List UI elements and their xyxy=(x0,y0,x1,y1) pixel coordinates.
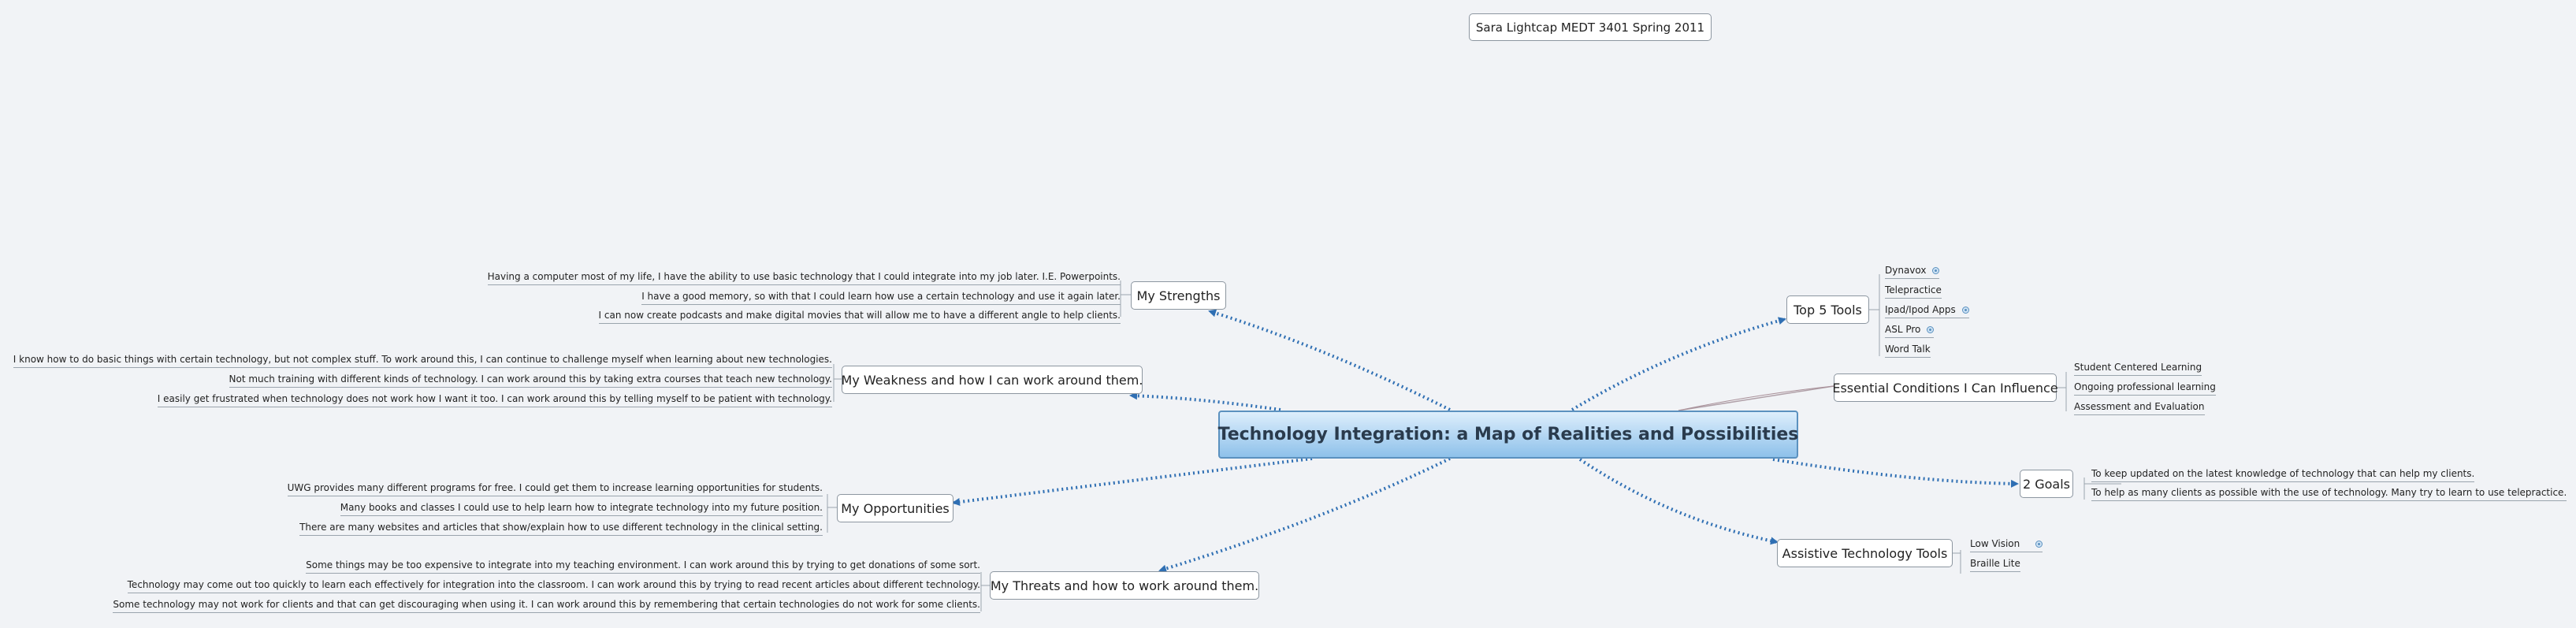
assistive-label-braillelite: Braille Lite xyxy=(1970,558,2020,569)
essential-item-1: Student Centered Learning xyxy=(2074,362,2202,376)
topic-opportunities[interactable]: My Opportunities xyxy=(837,494,953,522)
goal-item-1: To keep updated on the latest knowledge … xyxy=(2091,468,2475,482)
topic-strengths[interactable]: My Strengths xyxy=(1131,281,1226,310)
connector-weakness xyxy=(1129,392,1281,411)
tool-label-ipad: Ipad/Ipod Apps xyxy=(1885,304,1956,315)
opportunity-item-1: UWG provides many different programs for… xyxy=(287,482,823,496)
opportunity-item-2: Many books and classes I could use to he… xyxy=(340,502,823,516)
expand-dot-icon[interactable] xyxy=(1932,267,1940,274)
tool-label-wordtalk: Word Talk xyxy=(1885,344,1931,355)
strength-item-1: Having a computer most of my life, I hav… xyxy=(487,271,1121,285)
topic-weakness-label: My Weakness and how I can work around th… xyxy=(841,372,1143,388)
topic-threats-label: My Threats and how to work around them. xyxy=(990,578,1259,593)
opportunity-item-3: There are many websites and articles tha… xyxy=(299,522,823,536)
topic-opportunities-label: My Opportunities xyxy=(841,500,950,516)
essential-item-3: Assessment and Evaluation xyxy=(2074,401,2205,415)
connector-opportunities xyxy=(952,457,1313,506)
assistive-item-braillelite[interactable]: Braille Lite xyxy=(1970,558,2020,572)
author-title-box[interactable]: Sara Lightcap MEDT 3401 Spring 2011 xyxy=(1469,13,1712,41)
essential-item-2: Ongoing professional learning xyxy=(2074,381,2216,396)
tool-label-dynavox: Dynavox xyxy=(1885,265,1927,276)
connector-essential xyxy=(1678,385,1834,411)
threat-item-2: Technology may come out too quickly to l… xyxy=(127,579,980,593)
expand-dot-icon[interactable] xyxy=(2035,541,2043,548)
tool-item-telepractice[interactable]: Telepractice xyxy=(1885,284,1942,299)
topic-essential-conditions[interactable]: Essential Conditions I Can Influence xyxy=(1832,373,2058,402)
tool-item-wordtalk[interactable]: Word Talk xyxy=(1885,344,1931,358)
connector-essential-edge xyxy=(1678,385,1834,411)
connector-threats xyxy=(1158,457,1451,573)
author-title-text: Sara Lightcap MEDT 3401 Spring 2011 xyxy=(1475,20,1705,35)
topic-assistive-label: Assistive Technology Tools xyxy=(1782,545,1948,561)
connector-strengths xyxy=(1208,309,1451,411)
topic-assistive-tools[interactable]: Assistive Technology Tools xyxy=(1777,539,1953,567)
leaf-brackets xyxy=(827,274,2121,611)
weakness-item-2: Not much training with different kinds o… xyxy=(229,373,832,388)
central-topic-text: Technology Integration: a Map of Realiti… xyxy=(1217,425,1799,444)
expand-dot-icon[interactable] xyxy=(1927,326,1935,333)
topic-top5-label: Top 5 Tools xyxy=(1794,302,1862,318)
topic-top5-tools[interactable]: Top 5 Tools xyxy=(1786,295,1869,324)
topic-2-goals[interactable]: 2 Goals xyxy=(2020,470,2073,498)
threat-item-3: Some technology may not work for clients… xyxy=(113,599,980,613)
tool-item-dynavox[interactable]: Dynavox xyxy=(1885,265,1940,279)
topic-goals-label: 2 Goals xyxy=(2022,476,2071,492)
assistive-label-lowvision: Low Vision xyxy=(1970,538,2020,549)
connector-top5 xyxy=(1571,317,1786,411)
topic-weakness[interactable]: My Weakness and how I can work around th… xyxy=(842,366,1143,394)
strength-item-2: I have a good memory, so with that I cou… xyxy=(641,291,1121,305)
tool-item-aslpro[interactable]: ASL Pro xyxy=(1885,324,1935,338)
connector-goals xyxy=(1772,458,2019,488)
strength-item-3: I can now create podcasts and make digit… xyxy=(598,310,1121,324)
tool-item-ipad[interactable]: Ipad/Ipod Apps xyxy=(1885,304,1969,318)
central-topic[interactable]: Technology Integration: a Map of Realiti… xyxy=(1218,411,1798,459)
topic-threats[interactable]: My Threats and how to work around them. xyxy=(990,571,1259,600)
tool-label-telepractice: Telepractice xyxy=(1885,284,1942,295)
weakness-item-1: I know how to do basic things with certa… xyxy=(13,354,832,368)
weakness-item-3: I easily get frustrated when technology … xyxy=(157,393,832,407)
expand-dot-icon[interactable] xyxy=(1961,307,1969,314)
threat-item-1: Some things may be too expensive to inte… xyxy=(306,559,980,574)
assistive-item-lowvision[interactable]: Low Vision xyxy=(1970,538,2043,552)
topic-strengths-label: My Strengths xyxy=(1136,288,1221,303)
topic-essential-label: Essential Conditions I Can Influence xyxy=(1832,380,2058,396)
tool-label-aslpro: ASL Pro xyxy=(1885,324,1921,335)
connector-assistive xyxy=(1578,458,1779,545)
goal-item-2: To help as many clients as possible with… xyxy=(2091,487,2567,501)
